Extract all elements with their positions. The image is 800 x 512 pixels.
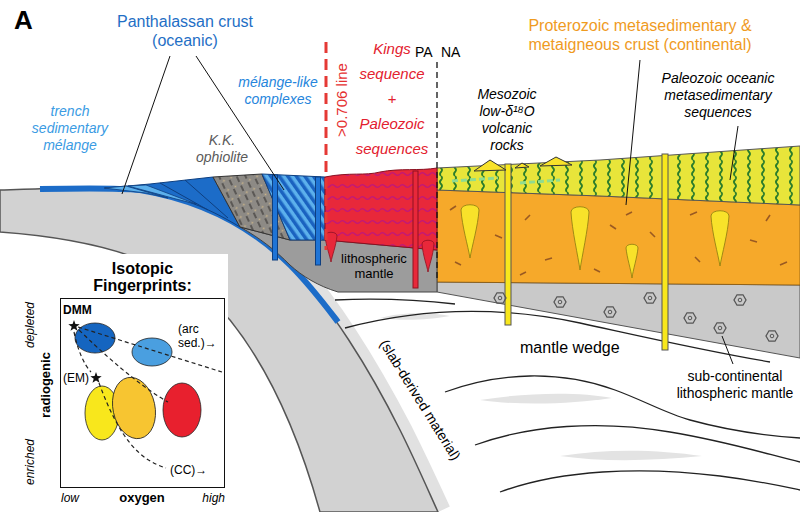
slab-label: (slab-derived material) [376,336,464,463]
plate-label: NA [441,44,460,61]
volcanic-cone [474,160,506,171]
mixing-trend [99,383,166,468]
isotope-boundary [325,42,328,250]
flow-line [335,299,455,304]
plate-label: PA [415,44,433,61]
axis-label: depleted [23,302,37,348]
axis-title: radiogenic [38,352,54,418]
isotope-field [107,373,161,442]
melt-streak [560,451,702,460]
leader-line [196,56,284,190]
mantle-symbol [766,331,778,341]
mantle-symbol [714,323,726,333]
melt-streak [480,394,612,404]
axis-label: enriched [23,439,37,485]
crust-label: Proterozoic metasedimentary & metaigneou… [514,16,766,54]
sequence-label: Paleozoic oceanic metasedimentary sequen… [657,70,779,121]
inset-box: Isotopic Fingerprints: [60,298,225,488]
axis-title: oxygen [102,490,182,506]
mantle-symbol [734,295,746,305]
leader-line [626,60,640,205]
leader-line [722,336,733,364]
yellow-pluton [461,205,479,258]
isotope-field [132,338,172,366]
flow-line [500,471,800,492]
leader-line [730,126,738,180]
terrane-label: Kings sequence + Paleozoic sequences [355,36,430,161]
flow-line [445,376,800,438]
mantle-label: lithospheric mantle [334,251,414,281]
isotope-line-label: >0.706 line [333,63,351,137]
trend-label: (arc sed.)→ [178,322,222,350]
end-member-label: (EM) [63,371,89,385]
ophiolite-label: K.K. ophiolite [190,132,254,166]
mixing-trend [79,330,168,402]
volcanic-cone [515,163,529,168]
melange-label: trench sedimentary mélange [20,103,120,154]
mantle-label: sub-continental lithospheric mantle [673,368,797,402]
yellow-pluton [571,207,589,270]
flow-line [475,426,800,462]
yellow-dike [662,154,668,350]
plate-boundary [436,62,437,282]
yellow-pluton [711,211,729,266]
mantle-symbol [604,307,616,317]
mantle-symbol [644,293,656,303]
crust-fabric [450,206,787,275]
crust-label: Panthalassan crust (oceanic) [115,12,255,50]
mantle-symbol [684,313,696,323]
red-dike [413,171,418,288]
axis-label: high [202,491,225,505]
volcanic-cone [540,157,572,166]
leader-line [122,56,170,194]
panel-letter: A [14,5,33,36]
mantle-wedge-label: mantle wedge [520,338,620,357]
inset-heading: Isotopic Fingerprints: [78,260,208,294]
red-pluton [422,240,434,272]
subcontinental-mantle [437,282,800,358]
end-member-star [68,320,79,331]
end-member-star [90,372,101,383]
mantle-symbol [494,293,506,303]
volcanic-sill [452,178,560,183]
yellow-dike [505,164,511,325]
kings-sequence [325,168,437,250]
isotope-field [163,383,201,437]
trend-label: (CC)→ [170,463,207,477]
inset-ground [4,254,228,510]
blue-dike [316,177,321,265]
blue-dike [273,175,278,260]
continental-crust [437,190,800,285]
metasedimentary-layer [437,146,800,205]
end-member-label: DMM [63,303,92,317]
mixing-trend [74,332,91,372]
mantle-symbol [554,297,566,307]
trench-melange-slice [128,185,196,204]
axis-label: low [61,491,79,505]
volcanic-label: Mesozoic low-δ¹⁸O volcanic rocks [471,86,543,154]
complex-label: mélange-like complexes [230,74,326,108]
yellow-pluton [626,244,638,278]
